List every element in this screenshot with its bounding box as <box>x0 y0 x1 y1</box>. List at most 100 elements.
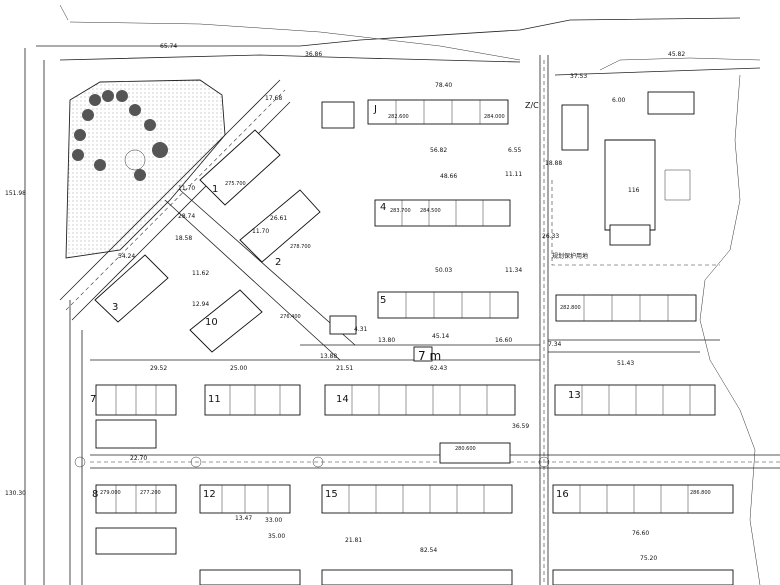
boundary-line <box>36 17 741 47</box>
river-edge <box>59 4 69 21</box>
building-block <box>555 294 697 322</box>
dimension-label: 78.40 <box>435 82 452 89</box>
tree-icon <box>102 90 114 102</box>
dimension-label: 18.88 <box>545 160 562 167</box>
dimension-label: 75.20 <box>640 555 657 562</box>
building-number: 8 <box>92 489 98 500</box>
river-edge <box>69 21 521 61</box>
building-block <box>95 484 177 514</box>
tree-icon <box>94 159 106 171</box>
dimension-label: 21.81 <box>345 537 362 544</box>
road-node <box>74 456 86 468</box>
dimension-label: 25.00 <box>230 365 247 372</box>
building-number: 4 <box>380 202 386 213</box>
dimension-label: 62.43 <box>430 365 447 372</box>
building-number: 2 <box>275 257 281 268</box>
building-block <box>552 484 734 514</box>
building-block <box>95 384 177 416</box>
park-area <box>65 79 226 259</box>
dimension-label: 12.94 <box>192 301 209 308</box>
dimension-label: 26.61 <box>270 215 287 222</box>
road <box>65 89 286 311</box>
building-block <box>374 199 511 227</box>
fountain <box>124 149 146 171</box>
building-number: 14 <box>336 394 349 405</box>
dimension-label: 28.74 <box>178 213 195 220</box>
building-number: 5 <box>380 295 386 306</box>
dimension-label: 4.31 <box>354 326 368 333</box>
elevation-label: 275.700 <box>225 181 246 187</box>
building-block <box>554 384 716 416</box>
building-number: 16 <box>556 489 569 500</box>
building-block <box>324 384 516 416</box>
road-node <box>538 456 550 468</box>
building-number: 10 <box>205 317 218 328</box>
building-number: 11 <box>208 394 221 405</box>
road-node <box>312 456 324 468</box>
tree-icon <box>134 169 146 181</box>
small-structure <box>413 346 433 362</box>
dimension-label: 76.60 <box>632 530 649 537</box>
dimension-label: 50.03 <box>435 267 452 274</box>
building-number: J <box>373 104 377 115</box>
dimension-label: 13.88 <box>320 353 337 360</box>
elevation-label: 279.000 <box>100 490 121 496</box>
tree-icon <box>74 129 86 141</box>
elevation-label: 284.500 <box>420 208 441 214</box>
dimension-label: 7.34 <box>548 341 562 348</box>
zone-label: 规划保护用地 <box>552 252 588 260</box>
tree-icon <box>129 104 141 116</box>
dimension-label: 17.68 <box>265 95 282 102</box>
building-block <box>95 419 734 585</box>
building-block <box>367 99 509 125</box>
facility-area <box>551 91 720 266</box>
elevation-label: 284.000 <box>484 114 505 120</box>
dimension-label: 151.98 <box>5 190 26 197</box>
misc-label: Z/C <box>525 101 539 110</box>
dimension-label: 11.70 <box>178 185 195 192</box>
dimension-label: 13.80 <box>378 337 395 344</box>
road-mark: 7 m <box>418 349 441 363</box>
building-block <box>199 484 291 514</box>
small-structure <box>329 315 357 335</box>
dimension-label: 54.24 <box>118 253 135 260</box>
dimension-label: 37.53 <box>570 73 587 80</box>
tree-icon <box>116 90 128 102</box>
tree-icon <box>144 119 156 131</box>
dimension-label: 11.34 <box>505 267 522 274</box>
small-structure <box>439 442 511 464</box>
building-block <box>377 291 519 319</box>
building-number: 12 <box>203 489 216 500</box>
dimension-label: 33.00 <box>265 517 282 524</box>
building-number: 3 <box>112 302 118 313</box>
dimension-label: 130.30 <box>5 490 26 497</box>
dimension-label: 82.54 <box>420 547 437 554</box>
dimension-label: 29.52 <box>150 365 167 372</box>
dimension-label: 22.70 <box>130 455 147 462</box>
road <box>179 189 356 346</box>
dimension-label: 11.62 <box>192 270 209 277</box>
dimension-label: 13.47 <box>235 515 252 522</box>
east-boundary <box>699 74 761 585</box>
dimension-label: 26.33 <box>542 233 559 240</box>
building-block <box>94 129 321 353</box>
dimension-label: 56.82 <box>430 147 447 154</box>
dimension-label: 18.58 <box>175 235 192 242</box>
building-number: 15 <box>325 489 338 500</box>
dimension-label: 6.55 <box>508 147 522 154</box>
elevation-label: 282.800 <box>560 305 581 311</box>
elevation-label: 282.600 <box>388 114 409 120</box>
elevation-label: 283.700 <box>390 208 411 214</box>
elevation-label: 280.600 <box>455 446 476 452</box>
dimension-label: 35.00 <box>268 533 285 540</box>
boundary-line <box>599 57 761 71</box>
tree-icon <box>82 109 94 121</box>
road <box>164 199 341 361</box>
dimension-label: 45.82 <box>668 51 685 58</box>
tree-icon <box>72 149 84 161</box>
dimension-label: 11.70 <box>252 228 269 235</box>
small-structure <box>321 101 355 129</box>
dimension-label: 45.14 <box>432 333 449 340</box>
dimension-label: 11.11 <box>505 171 522 178</box>
